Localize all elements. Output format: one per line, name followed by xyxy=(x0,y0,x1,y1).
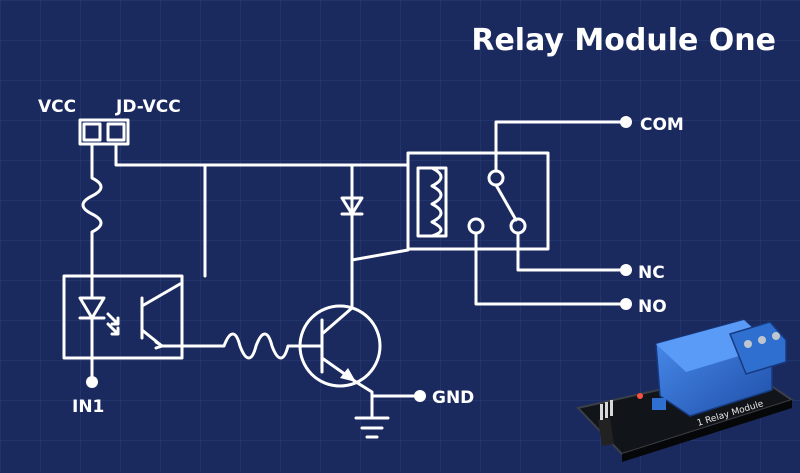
module-pin-3 xyxy=(610,400,613,416)
resistor-r1 xyxy=(81,166,103,278)
ground-symbol xyxy=(354,394,390,439)
nc-label: NC xyxy=(638,263,665,283)
module-terminal-block xyxy=(728,321,787,375)
opto-light-arrow-1 xyxy=(106,312,120,326)
opto-light-arrow-2 xyxy=(106,322,120,336)
relay-module-photo: 1 Relay Module xyxy=(576,319,795,462)
jumper-pin-jd-vcc xyxy=(106,122,126,142)
switch-blade xyxy=(494,183,518,222)
gnd-terminal xyxy=(414,390,426,402)
jd-vcc-label: JD-VCC xyxy=(115,97,181,117)
in1-label: IN1 xyxy=(72,397,104,417)
no-label: NO xyxy=(638,297,667,317)
vcc-label: VCC xyxy=(38,97,76,117)
jumper-pin-vcc xyxy=(82,122,102,142)
resistor-base xyxy=(180,332,302,360)
module-screw-1 xyxy=(744,340,752,348)
module-header xyxy=(598,418,614,446)
diagram-title: Relay Module One xyxy=(471,23,776,58)
module-led xyxy=(637,393,643,399)
module-jumper xyxy=(652,398,666,410)
relay-box xyxy=(406,151,550,251)
wire-jd-vcc-rail xyxy=(114,142,410,167)
wire-diode-to-coil xyxy=(350,248,410,262)
opto-led-icon xyxy=(78,296,106,320)
gnd-label: GND xyxy=(432,388,474,408)
transistor-emitter-arrow xyxy=(340,368,356,382)
module-screw-3 xyxy=(772,332,780,340)
flyback-diode-icon xyxy=(340,196,364,216)
jumper-header xyxy=(78,118,130,146)
optocoupler xyxy=(62,274,184,360)
wire-no xyxy=(474,231,622,306)
wire-nc xyxy=(516,231,622,272)
no-terminal xyxy=(620,298,632,310)
relay-coil xyxy=(430,166,443,238)
module-pin-2 xyxy=(605,402,608,418)
nc-terminal xyxy=(620,264,632,276)
module-pin-1 xyxy=(600,404,603,420)
module-pcb-edge xyxy=(622,400,792,462)
com-terminal xyxy=(620,116,632,128)
module-screw-2 xyxy=(758,336,766,344)
com-label: COM xyxy=(640,115,684,135)
transistor-collector xyxy=(320,258,354,336)
in1-terminal xyxy=(86,376,98,388)
opto-transistor-arrow xyxy=(154,340,164,350)
wire-com xyxy=(494,120,622,173)
